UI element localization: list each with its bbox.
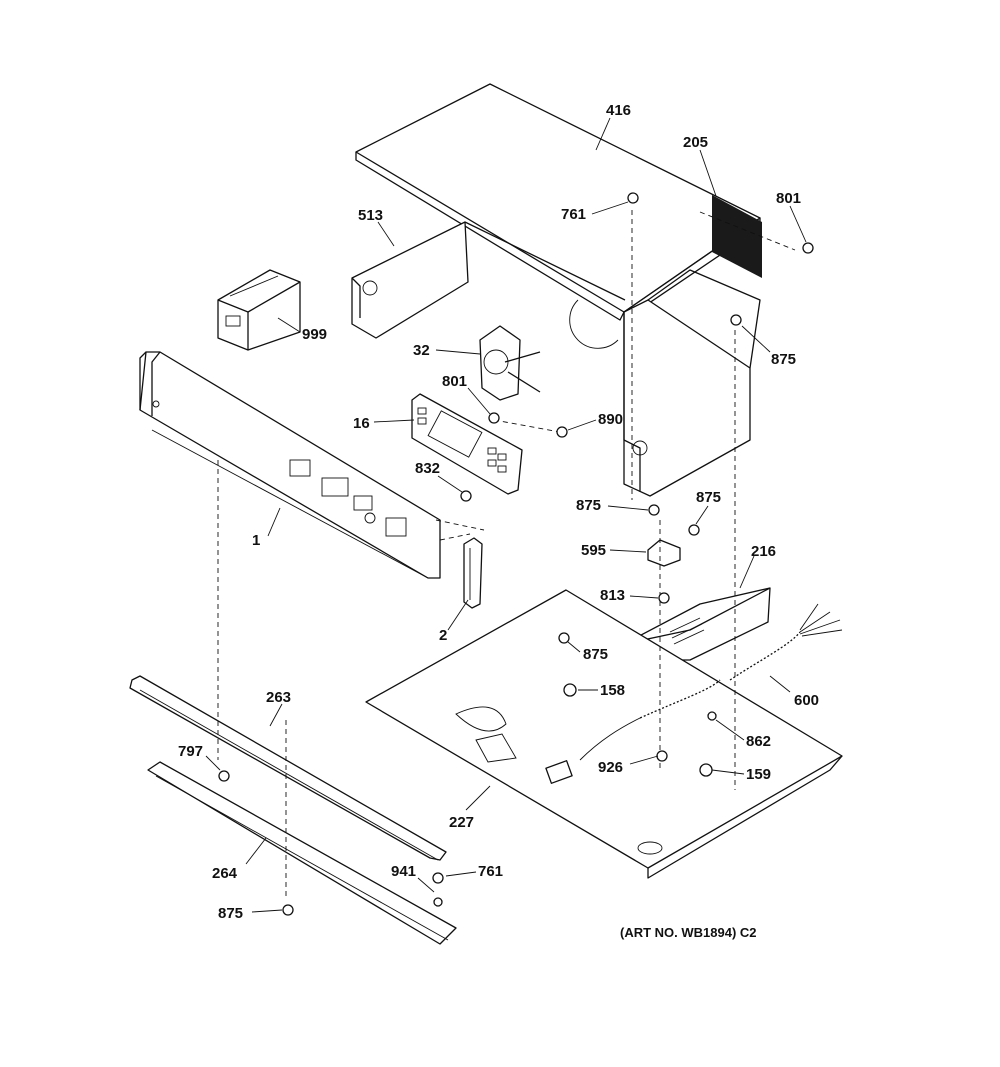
- label-875-right: 875: [771, 351, 796, 368]
- label-2: 2: [439, 627, 447, 644]
- label-941: 941: [391, 863, 416, 880]
- label-999: 999: [302, 326, 327, 343]
- label-513: 513: [358, 207, 383, 224]
- label-158: 158: [600, 682, 625, 699]
- label-264: 264: [212, 865, 238, 882]
- top-cover: [355, 83, 761, 321]
- label-1: 1: [252, 532, 260, 549]
- label-890: 890: [598, 411, 623, 428]
- assembly-lines: [217, 210, 796, 900]
- label-801-top: 801: [776, 190, 801, 207]
- vent-grille: [712, 195, 762, 278]
- label-761-bottom: 761: [478, 863, 503, 880]
- wire-harness: [545, 603, 843, 784]
- label-600: 600: [794, 692, 819, 709]
- label-875-mid-left: 875: [576, 497, 601, 514]
- label-416: 416: [606, 102, 631, 119]
- leader-lines: [205, 117, 807, 913]
- label-875-mid-right: 875: [696, 489, 721, 506]
- label-159: 159: [746, 766, 771, 783]
- art-number: (ART NO. WB1894) C2: [620, 925, 757, 940]
- label-216: 216: [751, 543, 776, 560]
- label-875-bottom: 875: [218, 905, 243, 922]
- label-227: 227: [449, 814, 474, 831]
- label-761-top: 761: [561, 206, 586, 223]
- bottom-trim: [129, 675, 447, 861]
- label-875-lower: 875: [583, 646, 608, 663]
- right-side-panel: [623, 269, 761, 497]
- label-813: 813: [600, 587, 625, 604]
- bottom-plate: [365, 589, 843, 879]
- label-832: 832: [415, 460, 440, 477]
- label-801-mid: 801: [442, 373, 467, 390]
- label-32: 32: [413, 342, 430, 359]
- part-labels: 416 205 801 513 761 999 875 32 801 16 89…: [178, 102, 819, 940]
- label-797: 797: [178, 743, 203, 760]
- carton-box: [217, 269, 301, 351]
- label-926: 926: [598, 759, 623, 776]
- label-205: 205: [683, 134, 708, 151]
- fasteners: [218, 192, 814, 916]
- control-panel-trim: [139, 351, 441, 579]
- bracket-595: [647, 539, 681, 567]
- label-16: 16: [353, 415, 370, 432]
- left-side-panel: [351, 221, 626, 349]
- bottom-support: [147, 761, 457, 945]
- label-263: 263: [266, 689, 291, 706]
- label-862: 862: [746, 733, 771, 750]
- label-595: 595: [581, 542, 606, 559]
- control-board: [411, 393, 523, 495]
- cooling-fan: [479, 325, 541, 401]
- end-cap: [463, 537, 483, 609]
